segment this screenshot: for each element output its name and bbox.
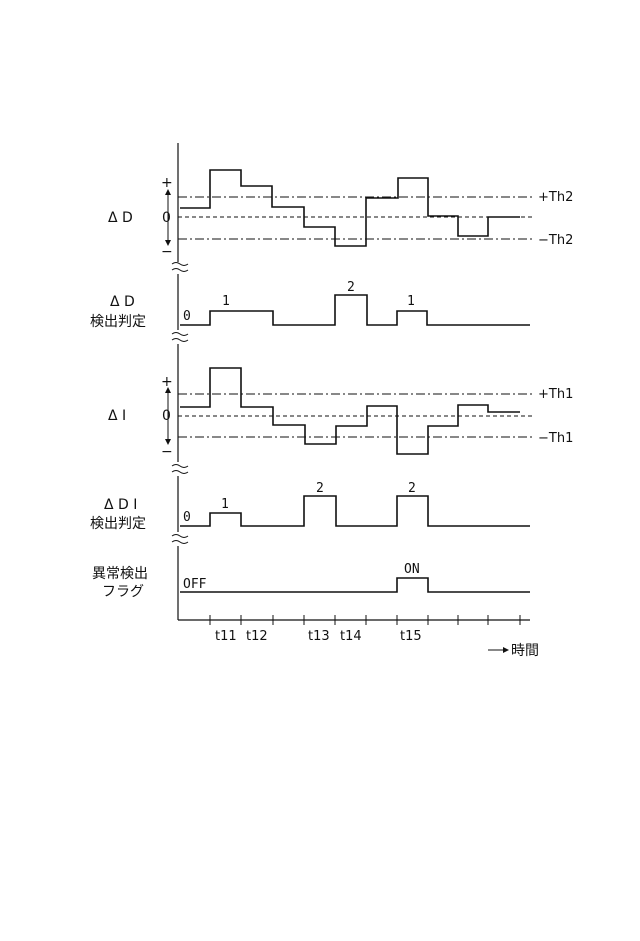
delta-d-signal (180, 170, 520, 246)
tick-label-t13: t13 (308, 629, 330, 644)
delta-d-label: Δ D (108, 210, 133, 226)
time-arrow-icon (488, 647, 509, 653)
anomaly-flag-off: OFF (183, 577, 207, 592)
th2-minus-label: −Th2 (538, 233, 573, 248)
tick-label-t12: t12 (246, 629, 268, 644)
delta-di-judge-panel: Δ D I 検出判定 0 1 2 2 (90, 481, 530, 532)
delta-d-judge-signal (180, 295, 530, 325)
delta-d-zero: 0 (162, 210, 171, 226)
th1-minus-label: −Th1 (538, 431, 573, 446)
anomaly-flag-label-2: フラグ (102, 584, 144, 600)
delta-di-judge-signal (180, 496, 530, 526)
time-axis-label: 時間 (511, 643, 539, 659)
delta-di-judge-value-0: 0 (183, 510, 191, 525)
delta-d-judge-panel: Δ D 検出判定 0 1 2 1 (90, 280, 530, 330)
anomaly-flag-panel: 異常検出 フラグ OFF ON (92, 562, 530, 600)
anomaly-flag-label-1: 異常検出 (92, 566, 148, 582)
tick-label-t11: t11 (215, 629, 237, 644)
delta-d-minus: − (161, 244, 173, 260)
delta-d-judge-value-2: 2 (347, 280, 355, 295)
delta-i-signal (180, 368, 520, 454)
anomaly-flag-on: ON (404, 562, 420, 577)
delta-d-judge-value-3: 1 (407, 294, 415, 309)
delta-d-judge-value-0: 0 (183, 309, 191, 324)
delta-d-judge-label-2: 検出判定 (90, 314, 146, 330)
vertical-axis (172, 143, 188, 620)
time-axis: t11 t12 t13 t14 t15 時間 (178, 615, 539, 659)
delta-i-minus: − (161, 444, 173, 460)
delta-di-judge-label-1: Δ D I (104, 497, 137, 513)
tick-label-t14: t14 (340, 629, 362, 644)
delta-di-judge-label-2: 検出判定 (90, 516, 146, 532)
anomaly-flag-signal (180, 578, 530, 592)
tick-label-t15: t15 (400, 629, 422, 644)
delta-di-judge-value-2: 2 (316, 481, 324, 496)
delta-d-judge-value-1: 1 (222, 294, 230, 309)
delta-di-judge-value-3: 2 (408, 481, 416, 496)
delta-i-plus: + (161, 374, 173, 390)
delta-d-plus: + (161, 175, 173, 191)
delta-i-label: Δ I (108, 408, 126, 424)
delta-di-judge-value-1: 1 (221, 497, 229, 512)
delta-d-judge-label-1: Δ D (110, 294, 135, 310)
th1-plus-label: +Th1 (538, 387, 573, 402)
th2-plus-label: +Th2 (538, 190, 573, 205)
delta-i-zero: 0 (162, 408, 171, 424)
